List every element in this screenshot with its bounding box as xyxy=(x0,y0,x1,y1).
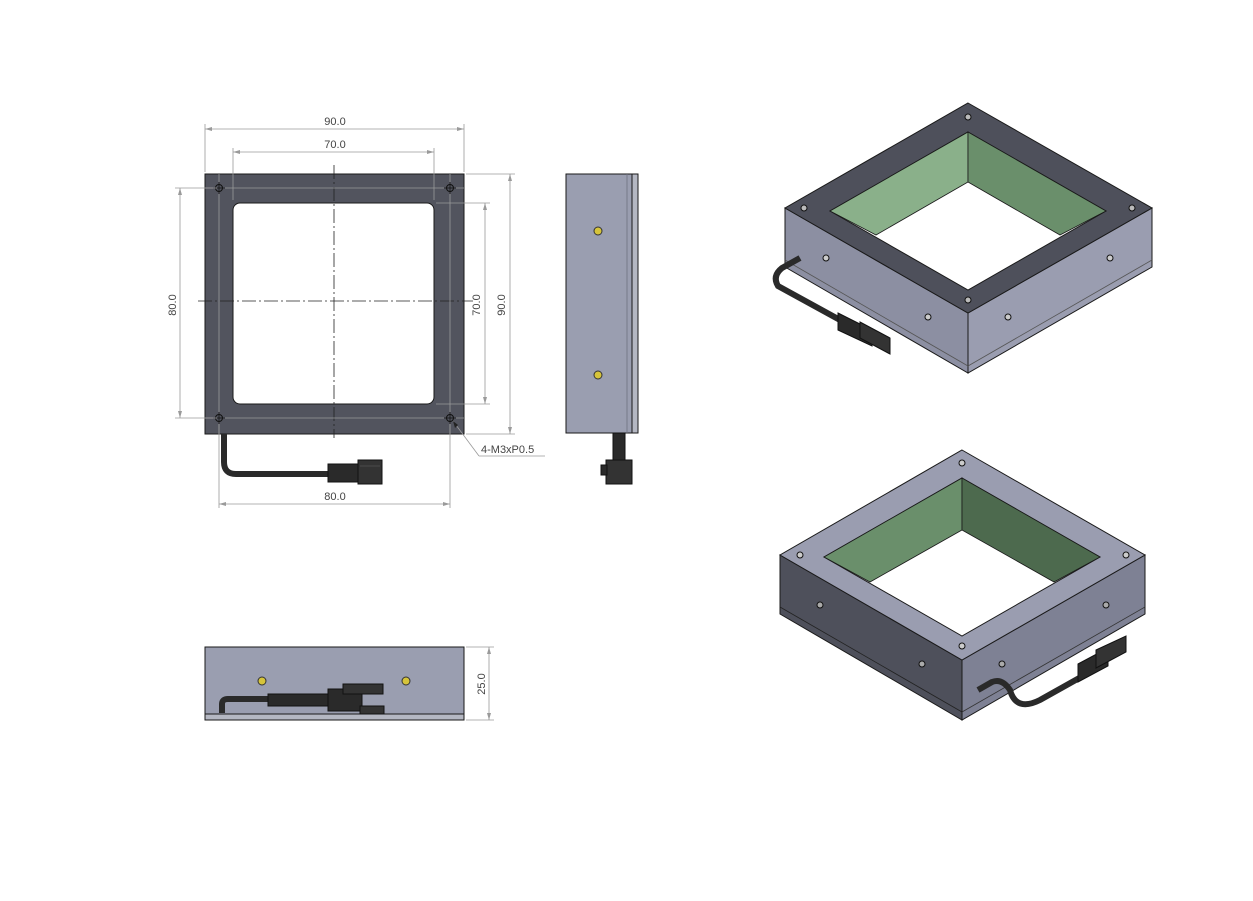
dim-left-outer-height: 80.0 xyxy=(167,294,179,315)
dim-right-outer-height: 90.0 xyxy=(496,294,508,315)
side-connector xyxy=(605,459,633,485)
bottom-cable xyxy=(219,696,330,713)
iso-bottom-cable xyxy=(976,669,1092,708)
iso-hole-icon xyxy=(964,113,972,121)
front-cable xyxy=(221,434,330,477)
isometric-view-top xyxy=(772,102,1154,374)
side-screw-icon xyxy=(593,226,603,236)
side-cable xyxy=(612,432,626,464)
front-connector-head xyxy=(357,459,383,485)
side-plate xyxy=(631,173,639,434)
bottom-view: 25.0 xyxy=(204,646,494,721)
bottom-screw-icon xyxy=(401,676,411,686)
front-view: 90.0 70.0 80.0 70.0 90.0 80.0 xyxy=(167,116,545,508)
side-screw-icon xyxy=(593,370,603,380)
callout-hole-spec: 4-M3xP0.5 xyxy=(481,444,534,456)
side-view xyxy=(565,173,639,485)
dim-right-inner-height: 70.0 xyxy=(471,294,483,315)
dim-thickness: 25.0 xyxy=(476,673,488,694)
mounting-hole-icon xyxy=(444,412,456,424)
iso-hole-icon xyxy=(800,204,808,212)
front-frame-opening xyxy=(232,202,435,405)
bottom-screw-icon xyxy=(257,676,267,686)
isometric-view-bottom xyxy=(778,449,1147,721)
dim-top-inner-width: 70.0 xyxy=(324,139,345,151)
front-connector xyxy=(327,463,361,483)
iso-hole-icon xyxy=(964,296,972,304)
iso-top-cable xyxy=(772,255,842,323)
mounting-hole-icon xyxy=(444,182,456,194)
dim-top-outer-width: 90.0 xyxy=(324,116,345,128)
iso-hole-icon xyxy=(1128,204,1136,212)
dim-bottom-hole-spacing: 80.0 xyxy=(324,491,345,503)
bottom-plate xyxy=(204,713,465,721)
mounting-hole-icon xyxy=(213,412,225,424)
side-body xyxy=(565,173,633,434)
